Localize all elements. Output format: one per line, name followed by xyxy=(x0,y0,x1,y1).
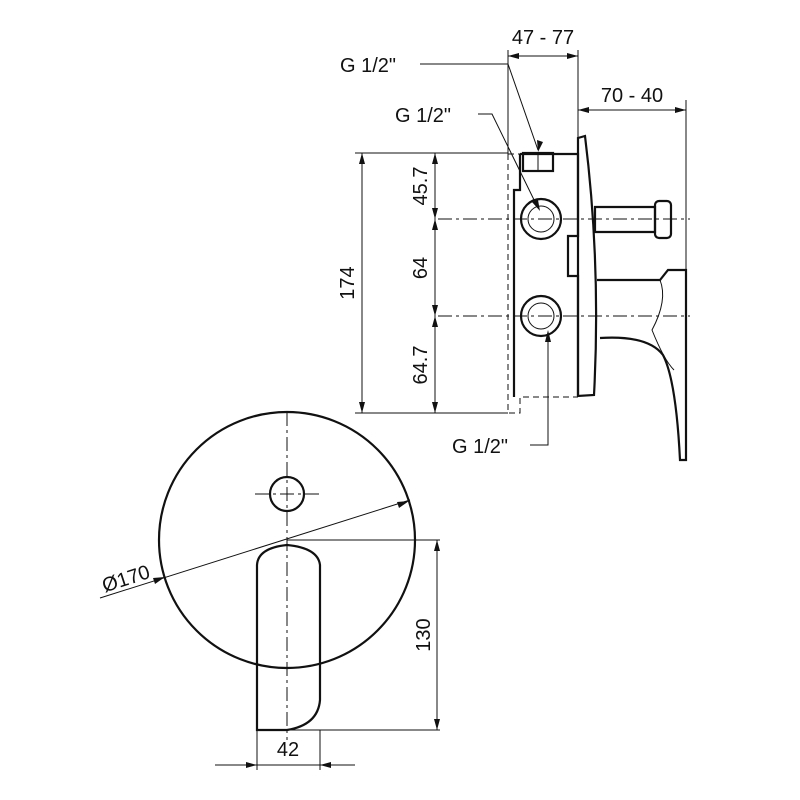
dim-right-span: 70 - 40 xyxy=(601,85,663,107)
dim-total-height: 174 xyxy=(337,266,359,299)
valve-body-dashed xyxy=(507,154,578,414)
upper-port-inner xyxy=(527,205,555,233)
dim-lever-width: 42 xyxy=(277,739,299,761)
dim-segment-bottom: 64.7 xyxy=(410,346,432,385)
thread-lower-leader xyxy=(530,332,549,446)
thread-upper-label: G 1/2" xyxy=(395,105,451,127)
dim-plate-diameter: Ø170 xyxy=(99,561,152,597)
thread-upper-leader xyxy=(478,113,539,209)
dim-top-span: 47 - 77 xyxy=(512,27,574,49)
dim-segment-mid: 64 xyxy=(410,257,432,279)
diverter-knob-front xyxy=(268,475,306,513)
lower-port-inner xyxy=(527,302,555,330)
dim-segment-top: 45.7 xyxy=(410,167,432,206)
wall-plate xyxy=(576,134,598,398)
lever-handle-front xyxy=(255,543,322,732)
thread-lower-label: G 1/2" xyxy=(452,436,508,458)
front-view: 130 42 Ø170 xyxy=(99,410,440,770)
side-view: 47 - 77 70 - 40 G 1/2" G 1/2" G 1/2" 174… xyxy=(337,27,690,462)
dim-lever-height: 130 xyxy=(413,618,435,651)
lever-handle-side xyxy=(597,268,688,462)
valve-body xyxy=(512,152,580,397)
thread-top-leader xyxy=(420,63,539,151)
dim-diameter-line xyxy=(99,499,411,599)
lever-inner xyxy=(651,279,675,371)
thread-top-label: G 1/2" xyxy=(340,55,396,77)
